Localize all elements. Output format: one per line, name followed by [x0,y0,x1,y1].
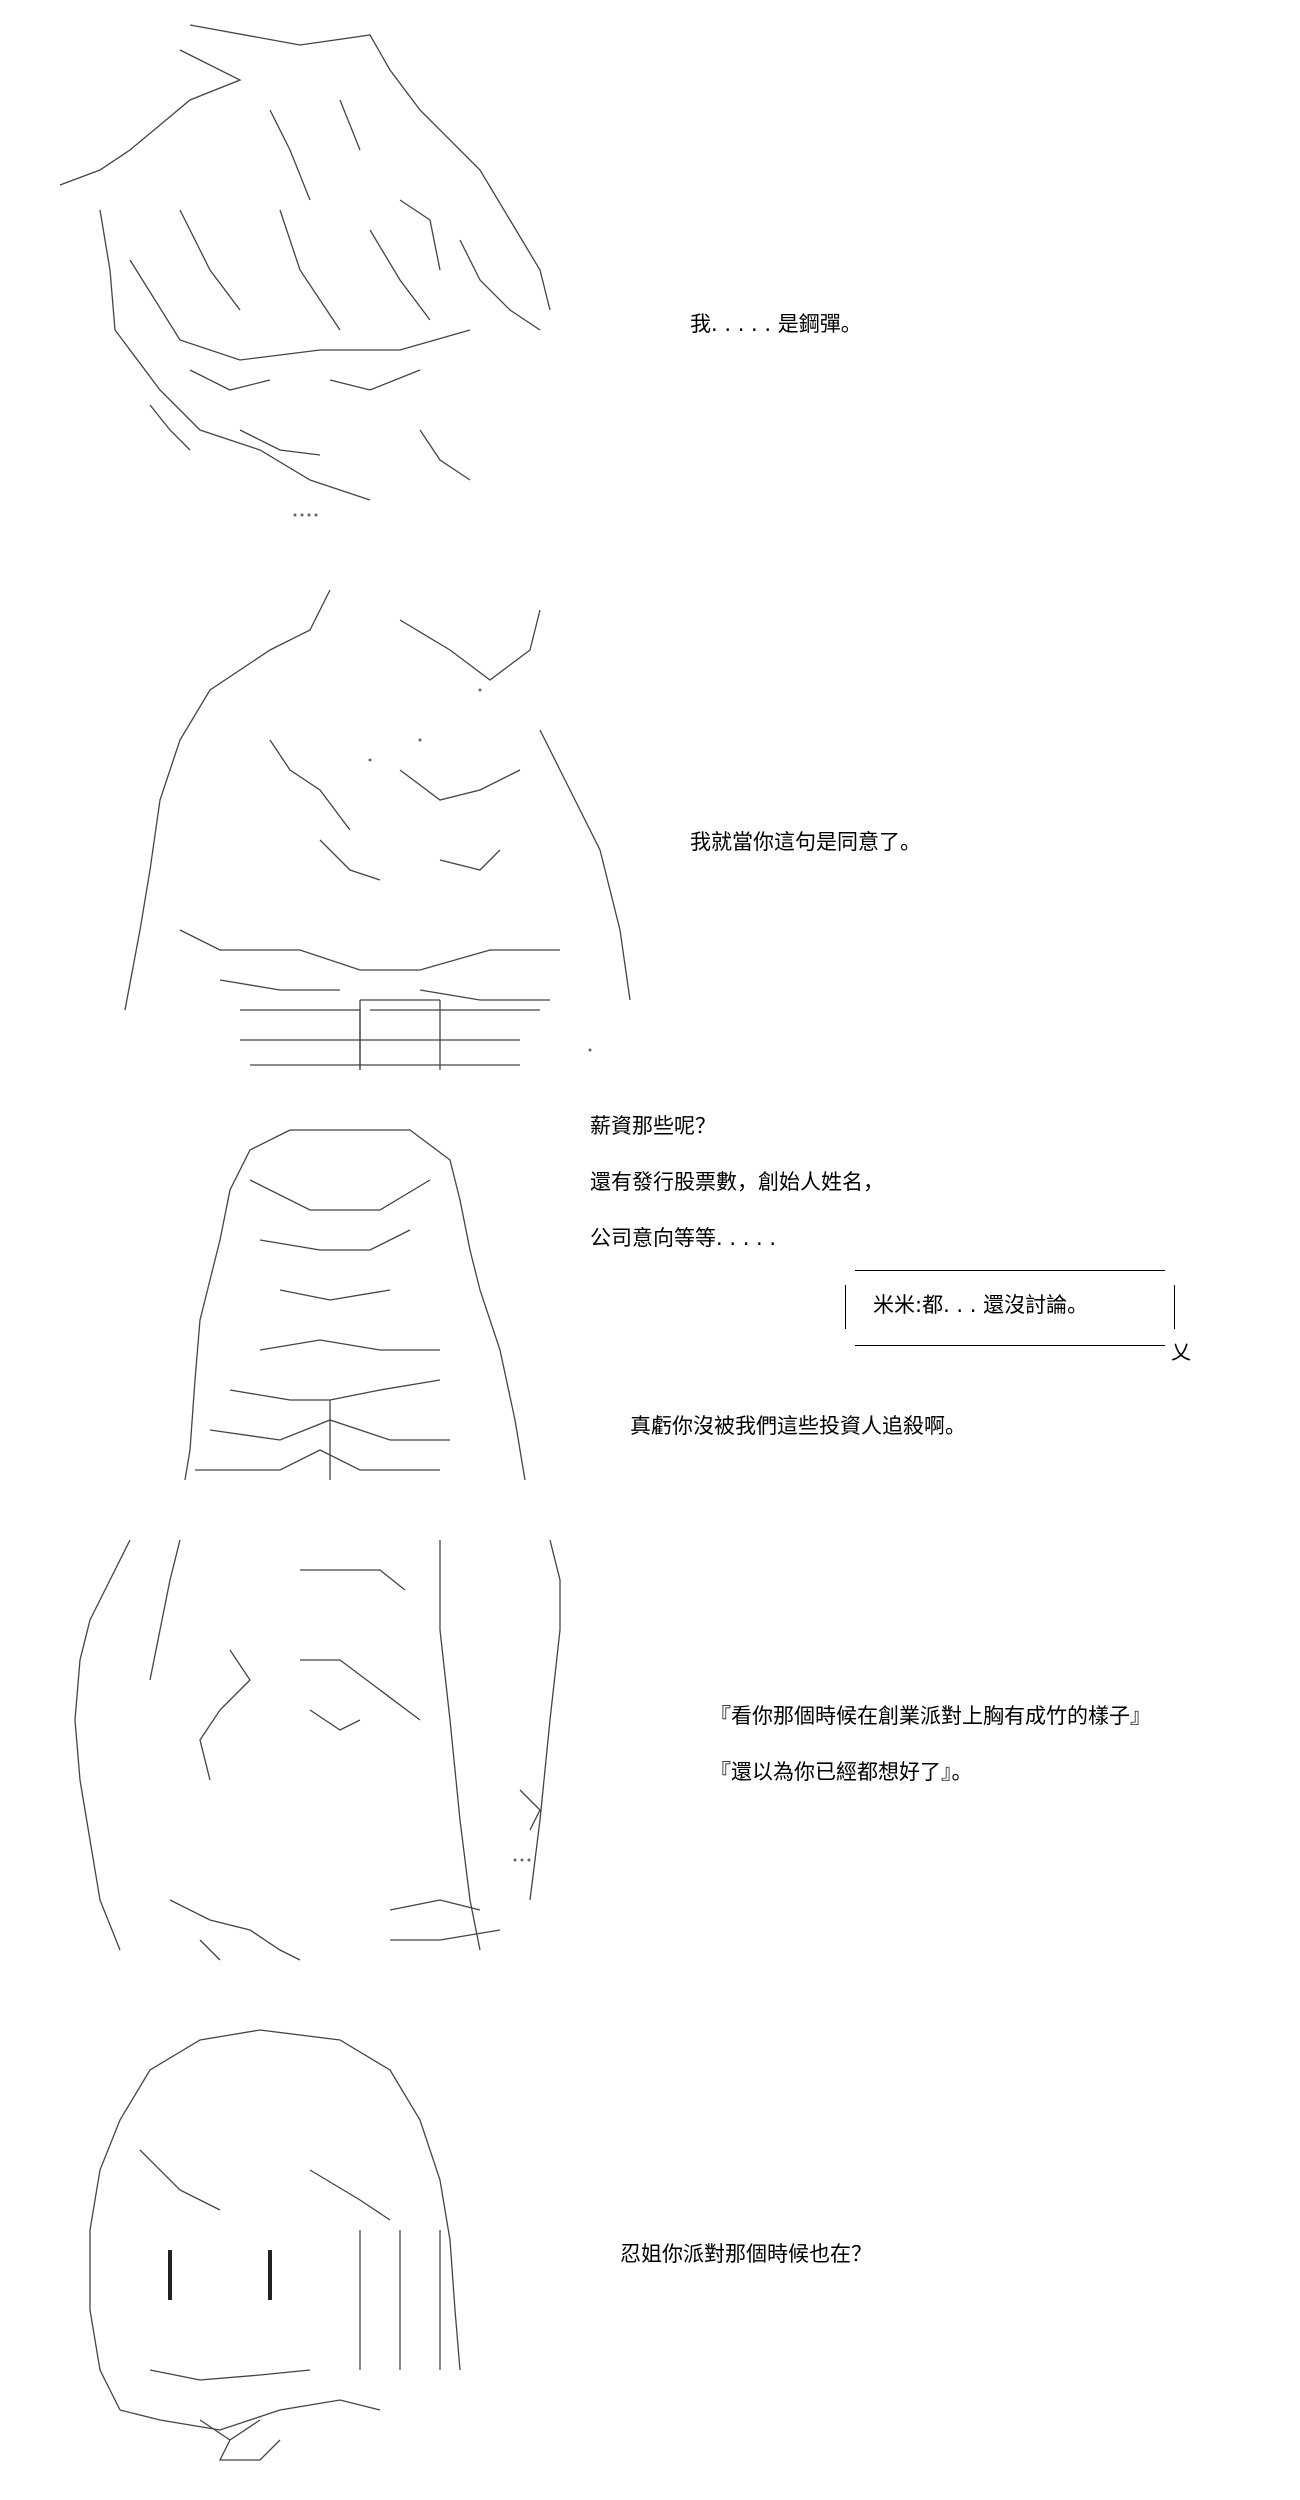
bubble-right-edge [1174,1285,1175,1329]
dialog-line: 真虧你沒被我們這些投資人追殺啊。 [630,1414,966,1438]
dialog-line: 『看你那個時候在創業派對上胸有成竹的樣子』 [710,1704,1151,1728]
dialog-line: 忍姐你派對那個時候也在？ [620,2242,872,2266]
bubble-tail: 乂 [1171,1340,1191,1364]
dialog-line: 還有發行股票數，創始人姓名， [590,1170,884,1194]
speech-bubble: 米米:都. . . 還沒討論。 乂 [845,1270,1191,1364]
bubble-left-edge [845,1285,846,1329]
ascii-art-eyes-wide [60,2010,490,2470]
dialog-line: 我就當你這句是同意了。 [690,830,921,854]
ascii-art-pair [60,1520,580,1970]
dialog-line: 『還以為你已經都想好了』。 [710,1760,973,1784]
panel-2: 我就當你這句是同意了。 [0,560,1300,1080]
panel-5: 忍姐你派對那個時候也在？ [0,2000,1300,2480]
bubble-text: 米米:都. . . 還沒討論。 [873,1293,1089,1317]
ascii-art-guy [40,10,580,530]
panel-3: 薪資那些呢？ 還有發行股票數，創始人姓名， 公司意向等等. . . . . 真虧… [0,1100,1300,1500]
ascii-art-long-haired-girl [120,570,640,1070]
panel-4: 『看你那個時候在創業派對上胸有成竹的樣子』 『還以為你已經都想好了』。 [0,1510,1300,1980]
dialog-line: 我. . . . . 是鋼彈。 [690,312,862,336]
ascii-art-boy-in-suit [180,1120,550,1490]
dialog-line: 公司意向等等. . . . . [590,1226,777,1250]
dialog-line: 薪資那些呢？ [590,1114,716,1138]
panel-1: 我. . . . . 是鋼彈。 [0,0,1300,540]
